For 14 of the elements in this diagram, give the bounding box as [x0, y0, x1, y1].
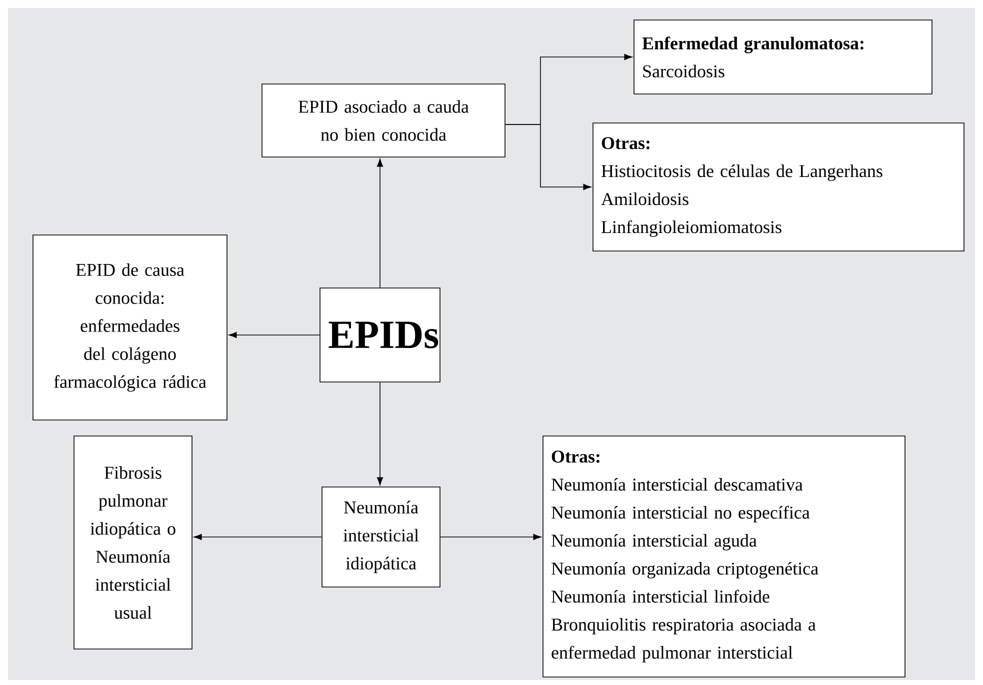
arrow	[228, 332, 320, 338]
arrow	[376, 382, 384, 486]
list-box: Otras: Neumonía intersticial descamativa Neumonía intersticial no específica Neumonía intersticial aguda Neumonía organizada criptogenética Neumonía intersticial linfoide Bronquiolitis respiratoria asociada a enfermedad pulmonar intersticial	[542, 436, 906, 678]
category-box: EPID de causa conocida: enfermedades del colágeno farmacológica rádica	[32, 234, 228, 420]
arrow	[376, 158, 384, 288]
category-box: EPID asociado a cauda no bien conocida	[262, 84, 506, 158]
list-box: Enfermedad granulomatosa: Sarcoidosis	[634, 20, 932, 94]
list-box: Otras: Histiocitosis de células de Langerhans Amiloidosis Linfangioleiomiomatosis	[592, 122, 964, 252]
arrow	[505, 124, 592, 190]
arrow	[194, 534, 322, 540]
category-box: Fibrosis pulmonar idiopática o Neumonía intersticial usual	[74, 436, 192, 650]
category-box: Neumonía intersticial idiopática	[322, 486, 440, 588]
arrow	[440, 534, 542, 540]
title-box: EPIDs	[320, 288, 440, 382]
